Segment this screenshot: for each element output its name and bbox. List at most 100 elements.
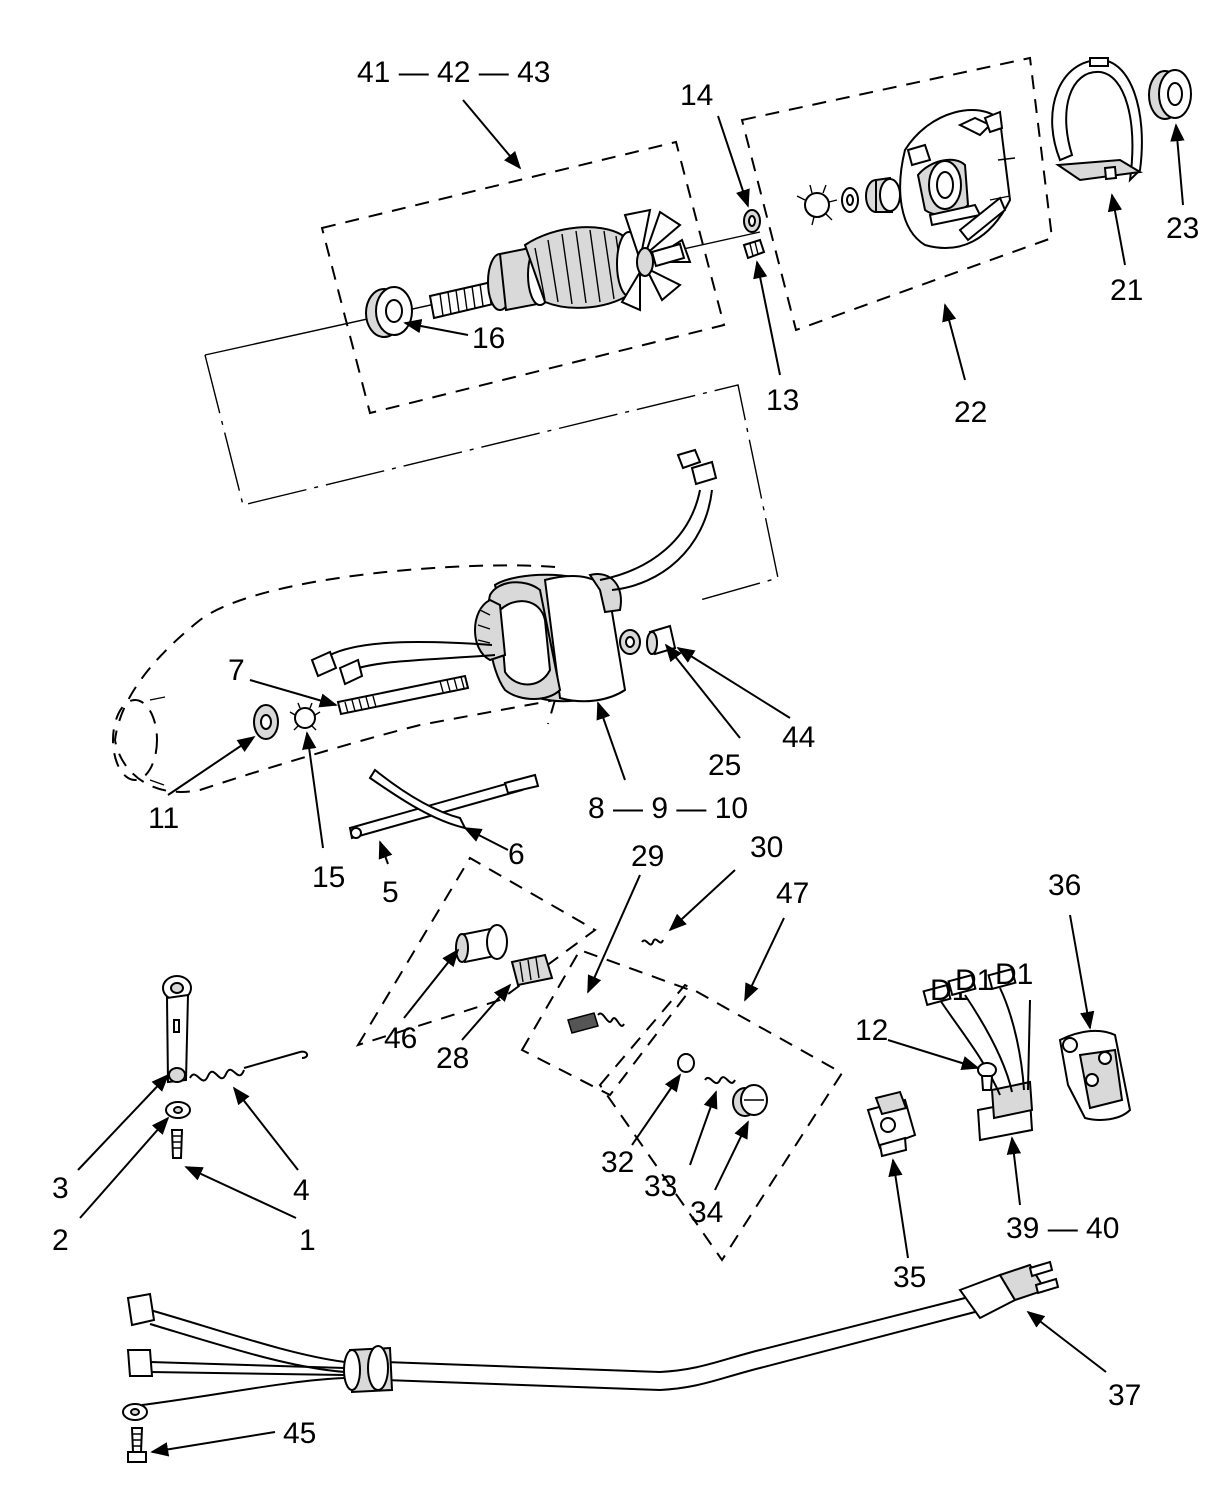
leader-8-9-10 <box>596 701 626 781</box>
leader-4 <box>232 1086 299 1171</box>
leader-25 <box>664 643 741 739</box>
callout-37: 37 <box>1108 1379 1141 1412</box>
callout-3: 3 <box>52 1172 69 1205</box>
assembly-bracket <box>204 354 779 601</box>
armature-assembly[interactable] <box>204 140 761 415</box>
screw-45[interactable] <box>127 1427 147 1463</box>
label-plate-1: D1 <box>922 974 968 1007</box>
callout-8-9-10: 8 — 9 — 10 <box>588 792 748 825</box>
brush-29[interactable] <box>567 1012 625 1034</box>
leader-29 <box>587 874 641 994</box>
nut-25[interactable] <box>619 629 641 655</box>
leader-16 <box>403 318 469 336</box>
callout-23: 23 <box>1166 212 1199 245</box>
handle-3[interactable] <box>162 975 192 1084</box>
brush-group-47 <box>598 983 844 1262</box>
armature-windings <box>523 226 642 309</box>
brush-holder-28[interactable] <box>510 953 554 987</box>
leader-36 <box>1069 914 1095 1030</box>
leader-41-42-43 <box>462 99 522 170</box>
plate-text-3: D1 <box>995 958 1033 991</box>
callout-32: 32 <box>601 1146 634 1179</box>
plate-text-2: D1 <box>955 964 993 997</box>
leader-30 <box>668 869 736 932</box>
leader-37 <box>1026 1310 1107 1373</box>
leader-11 <box>167 735 256 796</box>
leader-39-40 <box>1006 1136 1022 1206</box>
end-bell-assembly[interactable] <box>740 56 1054 332</box>
leader-28 <box>461 983 512 1041</box>
motor-housing-outline <box>112 564 556 793</box>
washer-2[interactable] <box>165 1101 191 1119</box>
callout-15: 15 <box>312 861 345 894</box>
callout-7: 7 <box>228 654 245 687</box>
leader-34 <box>714 1120 749 1191</box>
callout-4: 4 <box>293 1174 310 1207</box>
leader-6 <box>463 827 509 851</box>
callout-45: 45 <box>283 1417 316 1450</box>
callout-11: 11 <box>148 802 179 835</box>
clip <box>796 184 838 226</box>
band-21[interactable] <box>1051 57 1143 183</box>
leader-33 <box>689 1090 718 1166</box>
leader-21 <box>1107 193 1126 266</box>
screw-1[interactable] <box>170 1129 184 1159</box>
label-plate-3: D1 <box>987 958 1033 991</box>
spring-33[interactable] <box>704 1076 736 1085</box>
callout-25: 25 <box>708 749 741 782</box>
washer-14[interactable] <box>743 209 761 233</box>
callout-1: 1 <box>299 1224 316 1257</box>
callout-14: 14 <box>680 79 713 112</box>
callout-36: 36 <box>1048 869 1081 902</box>
washer-11[interactable] <box>253 704 279 740</box>
leader-35 <box>888 1158 909 1259</box>
callout-12: 12 <box>855 1014 888 1047</box>
leader-2 <box>79 1116 170 1219</box>
callout-28: 28 <box>436 1042 469 1075</box>
label-plate-2: D1 <box>947 964 993 997</box>
leader-12 <box>887 1039 980 1071</box>
callout-41-42-43: 41 — 42 — 43 <box>357 56 550 89</box>
cap-32[interactable] <box>677 1053 695 1073</box>
leader-46 <box>403 948 460 1019</box>
leader-7 <box>249 679 338 708</box>
leader-lines <box>77 99 1185 1457</box>
screw-12[interactable] <box>977 1062 997 1091</box>
connector-35[interactable] <box>866 1090 917 1158</box>
leader-45 <box>150 1431 276 1457</box>
leader-5 <box>378 840 393 865</box>
callout-5: 5 <box>382 876 399 909</box>
leader-32 <box>631 1073 682 1146</box>
bearing-16[interactable] <box>365 286 413 338</box>
terminal-block-39-40[interactable]: D1 D1 D1 <box>922 958 1034 1142</box>
sleeve-46[interactable] <box>455 924 508 964</box>
leader-47 <box>744 917 785 1002</box>
field-assembly[interactable] <box>310 448 718 716</box>
callout-2: 2 <box>52 1224 69 1257</box>
callout-16: 16 <box>472 322 505 355</box>
leader-22 <box>942 303 966 381</box>
callout-47: 47 <box>776 877 809 910</box>
leader-13 <box>753 260 781 376</box>
leader-23 <box>1170 123 1185 206</box>
bearing-23[interactable] <box>1148 69 1192 120</box>
spring-4[interactable] <box>189 1050 308 1082</box>
callout-13: 13 <box>766 384 799 417</box>
cap-34[interactable] <box>732 1084 768 1117</box>
leader-3 <box>77 1073 170 1171</box>
leader-15 <box>302 731 324 849</box>
power-cord-37[interactable] <box>122 1260 1060 1421</box>
callout-6: 6 <box>508 838 525 871</box>
screw-13[interactable] <box>742 238 766 260</box>
leader-44 <box>676 647 791 719</box>
armature-fan <box>620 208 692 312</box>
brush-holder-group <box>355 856 597 1047</box>
spring-30[interactable] <box>641 938 664 946</box>
callout-34: 34 <box>690 1196 723 1229</box>
lockwasher-15[interactable] <box>289 702 321 731</box>
switch-36[interactable] <box>1058 1029 1132 1121</box>
leader-1 <box>184 1166 297 1219</box>
callout-46: 46 <box>384 1022 417 1055</box>
bolt-7[interactable] <box>336 674 470 716</box>
